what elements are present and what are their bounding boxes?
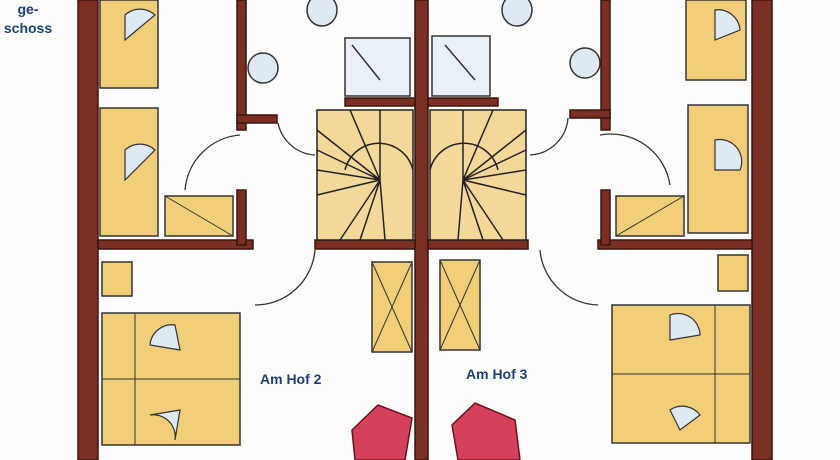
- outer-wall-left: [77, 0, 99, 460]
- floor-label-line2: schoss: [3, 20, 53, 36]
- showers: [344, 35, 491, 97]
- pillows: [124, 8, 743, 441]
- chairs: [351, 402, 521, 460]
- stair-wall-right: [427, 239, 529, 250]
- shower-left: [344, 37, 411, 97]
- bath-wall-right: [600, 0, 611, 131]
- floor-label-line1: ge-: [17, 1, 39, 17]
- stairs-right: [429, 109, 527, 241]
- sink-right: [569, 47, 601, 79]
- party-wall-center: [414, 0, 429, 460]
- outer-wall-right: [751, 0, 773, 460]
- shower-right: [431, 35, 491, 97]
- stair-wall-left: [314, 239, 416, 250]
- toilet-left: [306, 0, 338, 27]
- nightstand-left: [101, 261, 133, 297]
- nightstand-right: [717, 254, 749, 292]
- bath-wall-left: [236, 0, 247, 131]
- toilet-right: [501, 0, 533, 27]
- sanitary: [247, 0, 601, 84]
- stairs-left: [316, 109, 414, 241]
- sink-left: [247, 52, 279, 84]
- floor-label: ge- schoss: [0, 0, 56, 38]
- chair-left: [351, 404, 413, 460]
- unit-label-am-hof-2: Am Hof 2: [260, 371, 322, 387]
- walls: [77, 0, 773, 460]
- unit-label-am-hof-3: Am Hof 3: [466, 366, 528, 382]
- chair-right: [451, 402, 521, 460]
- room-wall-left: [97, 239, 254, 250]
- doors: [184, 117, 671, 306]
- room-wall-right: [597, 239, 753, 250]
